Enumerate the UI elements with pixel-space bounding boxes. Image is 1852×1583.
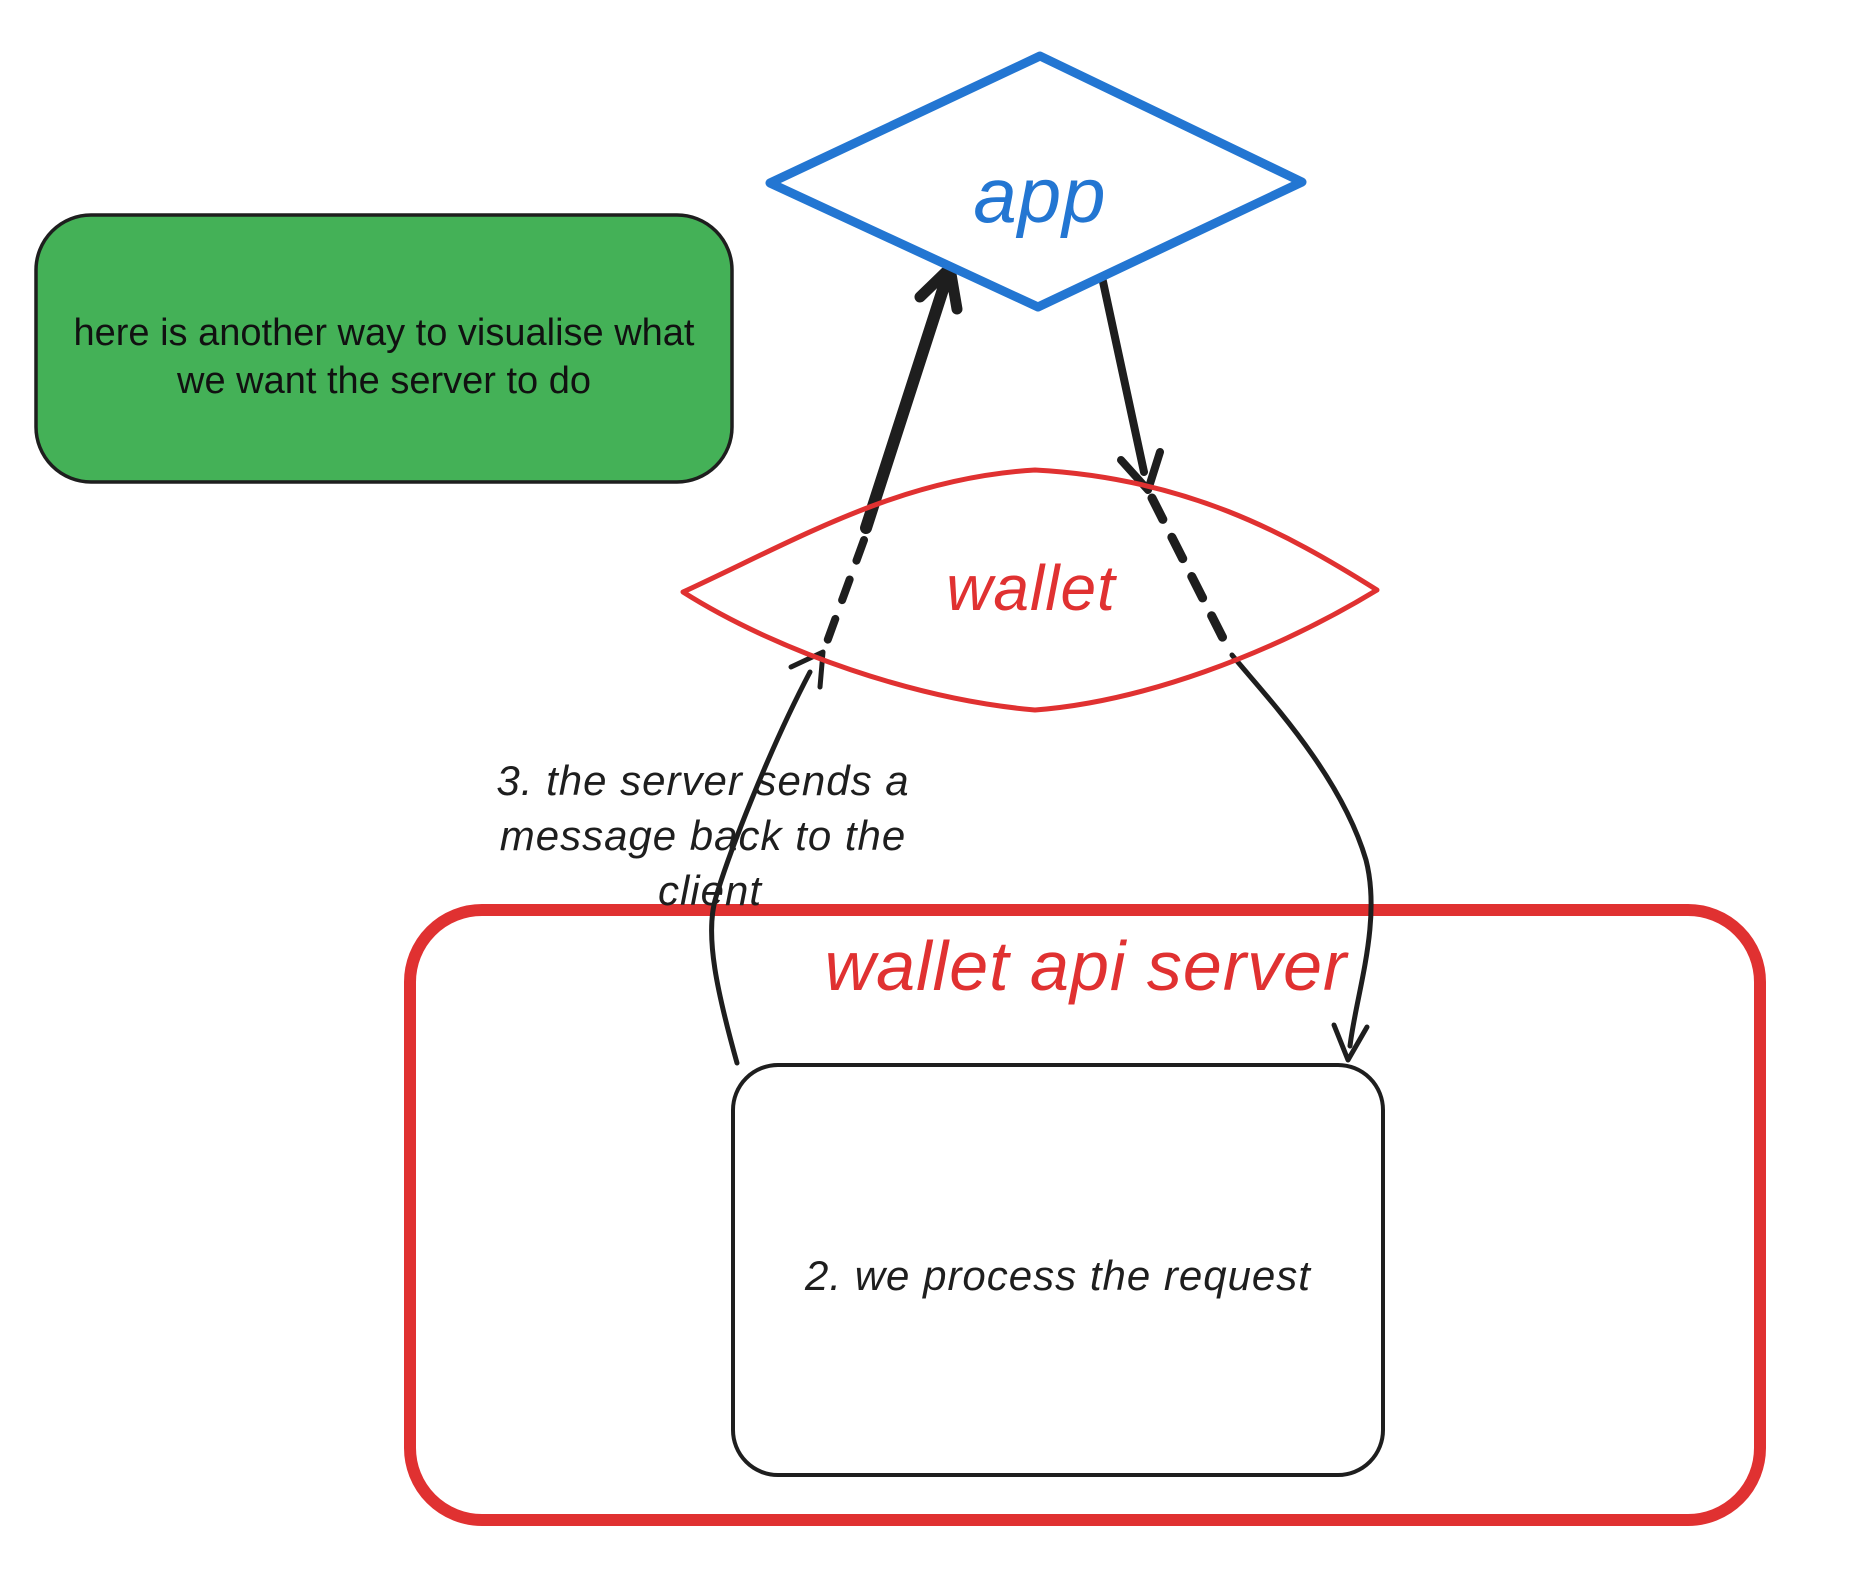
dashed-link-left: [820, 536, 868, 654]
step3-annotation: 3. the server sends a message back to th…: [496, 757, 909, 914]
step3-line-3: client: [658, 867, 763, 914]
arrowhead-at-wallet-bottom: [788, 649, 826, 690]
process-request-label: 2. we process the request: [804, 1252, 1312, 1299]
app-label: app: [973, 151, 1106, 239]
step3-line-2: message back to the: [500, 812, 907, 859]
arrow-app-to-wallet: [1098, 273, 1164, 494]
note-line-1: here is another way to visualise what: [74, 312, 695, 354]
wallet-diamond: [680, 467, 1380, 713]
note-line-2: we want the server to do: [176, 360, 591, 402]
arrow-wallet-to-app-shaft: [860, 274, 952, 534]
wallet-api-server-title: wallet api server: [825, 927, 1349, 1005]
arrowhead-at-process-box: [1331, 1022, 1370, 1063]
arrow-wallet-to-server: [1229, 652, 1374, 1063]
step3-line-1: 3. the server sends a: [496, 757, 909, 804]
wallet-label: wallet: [946, 552, 1117, 624]
app-node-group: app: [765, 51, 1307, 312]
arrow-server-to-wallet-shaft: [709, 669, 813, 1066]
arrow-server-to-wallet: [709, 649, 826, 1066]
arrow-wallet-to-app: [860, 262, 963, 534]
note-box-group: here is another way to visualise what we…: [34, 213, 734, 484]
process-request-box: [731, 1063, 1385, 1477]
arrow-wallet-to-server-shaft: [1229, 652, 1374, 1049]
arrowhead-at-wallet-top: [1117, 448, 1164, 494]
app-diamond: [765, 51, 1307, 312]
wallet-node-group: wallet: [680, 467, 1380, 713]
wallet-api-server-group: wallet api server: [404, 904, 1766, 1526]
wallet-api-server-box: [404, 904, 1766, 1526]
note-box: [34, 213, 734, 484]
arrow-app-to-wallet-shaft: [1098, 273, 1148, 476]
process-request-group: 2. we process the request: [731, 1063, 1385, 1477]
dashed-link-right: [1147, 493, 1235, 657]
